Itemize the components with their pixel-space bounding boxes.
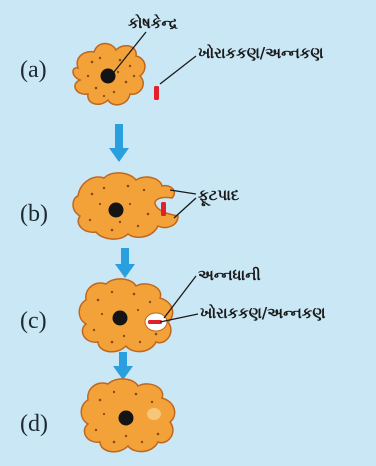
step-label-a: (a) bbox=[20, 57, 47, 83]
step-label-c: (c) bbox=[20, 308, 47, 334]
arrow-b-to-c bbox=[115, 248, 135, 278]
pseudopodia-annotation: ફૂટપાદ bbox=[198, 186, 240, 207]
nucleus-b bbox=[108, 202, 124, 218]
arrow-c-to-d bbox=[113, 352, 133, 380]
amoeba-c bbox=[78, 278, 174, 353]
food-vacuole-c bbox=[144, 312, 168, 332]
nucleus-a bbox=[100, 68, 116, 84]
food-vacuole-annotation: અન્નધાની bbox=[198, 266, 261, 284]
food-particle-annotation-c: ખોરાકકણ/અન્નકણ bbox=[200, 303, 325, 322]
nucleus-c bbox=[112, 310, 128, 326]
food-particle-a bbox=[154, 86, 159, 100]
amoeba-d bbox=[80, 378, 176, 453]
digested-vacuole-d bbox=[147, 408, 161, 420]
nucleus-annotation: કોષકેન્દ્ર bbox=[128, 13, 178, 32]
arrow-a-to-b bbox=[109, 124, 129, 162]
food-particle-annotation-a: ખોરાકકણ/અન્નકણ bbox=[198, 43, 323, 62]
amoeba-a bbox=[72, 42, 146, 106]
step-label-d: (d) bbox=[20, 411, 48, 437]
step-label-b: (b) bbox=[20, 201, 48, 227]
food-particle-b bbox=[161, 202, 166, 216]
nucleus-d bbox=[118, 410, 134, 426]
